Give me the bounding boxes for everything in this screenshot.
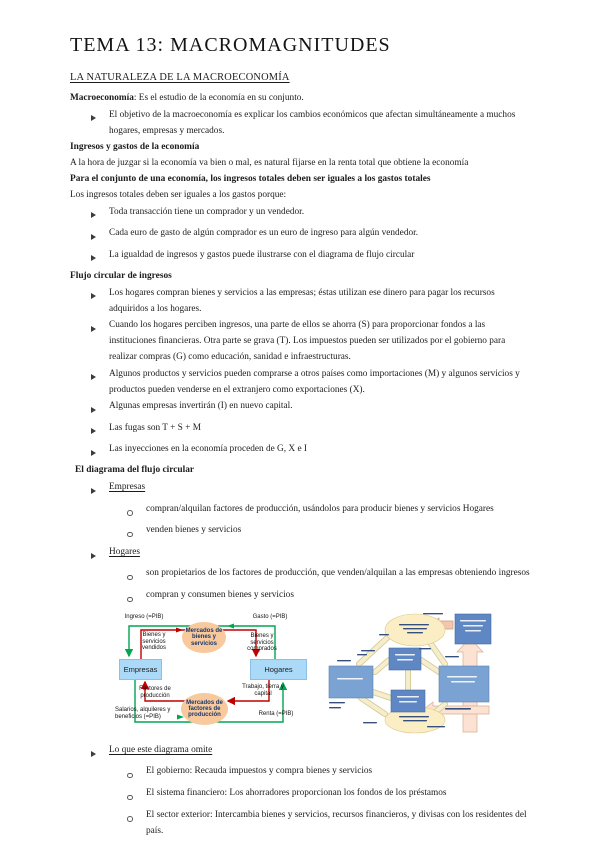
arrow-bullet-icon — [91, 205, 109, 225]
definition-text: : Es el estudio de la economía en su con… — [133, 93, 304, 103]
circle-bullet-icon — [127, 502, 146, 523]
page-title: TEMA 13: MACROMAGNITUDES — [70, 34, 391, 56]
sub-bullet-item: compran/alquilan factores de producción,… — [127, 502, 530, 523]
bullet-item: La igualdad de ingresos y gastos puede i… — [91, 248, 530, 268]
label-renta: Renta (=PIB) — [258, 711, 294, 718]
label-trabajo: Trabajo, tierra y capital — [242, 684, 284, 697]
right-sector-box — [438, 665, 490, 703]
label-salarios: Salarios, alquileres y beneficios (=PIB) — [115, 707, 171, 720]
bullet-item: Cuando los hogares perciben ingresos, un… — [91, 318, 530, 365]
heading-conjunto-economia: Para el conjunto de una economía, los in… — [70, 174, 431, 185]
label-factores: Factores de producción — [139, 686, 171, 699]
label-text-marks — [329, 613, 471, 728]
arrow-bullet-icon — [91, 421, 109, 441]
hogares-box: Hogares — [250, 659, 307, 681]
arrow-bullet-icon — [91, 318, 109, 365]
bullet-item: El objetivo de la macroeconomía es expli… — [91, 108, 530, 140]
definition-paragraph: Macroeconomía: Es el estudio de la econo… — [70, 91, 530, 107]
sub-bullet-item: El gobierno: Recauda impuestos y compra … — [127, 764, 530, 785]
bullet-item: Algunas empresas invertirán (I) en nuevo… — [91, 399, 530, 419]
diagrams-row: Ingreso (=PIB) Gasto (=PIB) Mercados de … — [70, 612, 530, 739]
bullet-item: Cada euro de gasto de algún comprador es… — [91, 226, 530, 246]
arrow-bullet-icon — [91, 442, 109, 462]
circular-flow-diagram: Ingreso (=PIB) Gasto (=PIB) Mercados de … — [115, 614, 325, 736]
sub-bullet-item: son propietarios de los factores de prod… — [127, 566, 530, 587]
circle-bullet-icon — [127, 566, 146, 587]
label-bienes-comprados: Bienes y servicios comprados — [247, 633, 277, 653]
bullet-item-omite: Lo que este diagrama omite — [91, 743, 530, 763]
sub-bullet-item: venden bienes y servicios — [127, 523, 530, 544]
arrow-bullet-icon — [91, 367, 109, 399]
section-heading-naturaleza: LA NATURALEZA DE LA MACROECONOMÍA — [70, 72, 290, 83]
top-market-ellipse — [384, 613, 446, 647]
sub-bullet-item: El sistema financiero: Los ahorradores p… — [127, 786, 530, 807]
left-sector-box — [328, 665, 374, 699]
bullet-item: Los hogares compran bienes y servicios a… — [91, 286, 530, 318]
circle-bullet-icon — [127, 808, 146, 840]
circle-bullet-icon — [127, 523, 146, 544]
market-factors-ellipse: Mercados de factores de producción — [181, 693, 228, 726]
arrow-bullet-icon — [91, 286, 109, 318]
empresas-box: Empresas — [119, 659, 162, 681]
market-goods-ellipse: Mercados de bienes y servicios — [182, 622, 226, 654]
arrow-bullet-icon — [91, 248, 109, 268]
paragraph: A la hora de juzgar si la economía va bi… — [70, 158, 469, 169]
circle-bullet-icon — [127, 786, 146, 807]
bullet-item-hogares: Hogares — [91, 545, 530, 565]
heading-diagrama-flujo: El diagrama del flujo circular — [75, 465, 195, 476]
arrow-bullet-icon — [91, 480, 109, 500]
bullet-item-empresas: Empresas — [91, 480, 530, 500]
heading-ingresos-gastos: Ingresos y gastos de la economía — [70, 142, 200, 153]
circle-bullet-icon — [127, 764, 146, 785]
arrow-bullet-icon — [91, 226, 109, 246]
bullet-item: Algunos productos y servicios pueden com… — [91, 367, 530, 399]
sub-bullet-item: El sector exterior: Intercambia bienes y… — [127, 808, 530, 840]
paragraph: Los ingresos totales deben ser iguales a… — [70, 190, 287, 201]
sub-bullet-item: compran y consumen bienes y servicios — [127, 588, 530, 609]
box-text-marks — [337, 620, 486, 703]
arrow-bullet-icon — [91, 108, 109, 140]
arrow-bullet-icon — [91, 743, 109, 763]
bullet-item: Las fugas son T + S + M — [91, 421, 530, 441]
top-right-sector-box — [454, 613, 492, 645]
label-ingreso: Ingreso (=PIB) — [124, 614, 164, 621]
bullet-item: Las inyecciones en la economía proceden … — [91, 442, 530, 462]
circle-bullet-icon — [127, 588, 146, 609]
heading-flujo-circular: Flujo circular de ingresos — [70, 270, 172, 281]
bullet-item: Toda transacción tiene un comprador y un… — [91, 205, 530, 225]
arrow-bullet-icon — [91, 399, 109, 419]
label-bienes-vendidos: Bienes y servicios vendidos — [141, 632, 167, 652]
definition-term: Macroeconomía — [70, 93, 134, 103]
extended-circular-flow-diagram — [327, 612, 494, 736]
arrow-bullet-icon — [91, 545, 109, 565]
label-gasto: Gasto (=PIB) — [252, 614, 288, 621]
